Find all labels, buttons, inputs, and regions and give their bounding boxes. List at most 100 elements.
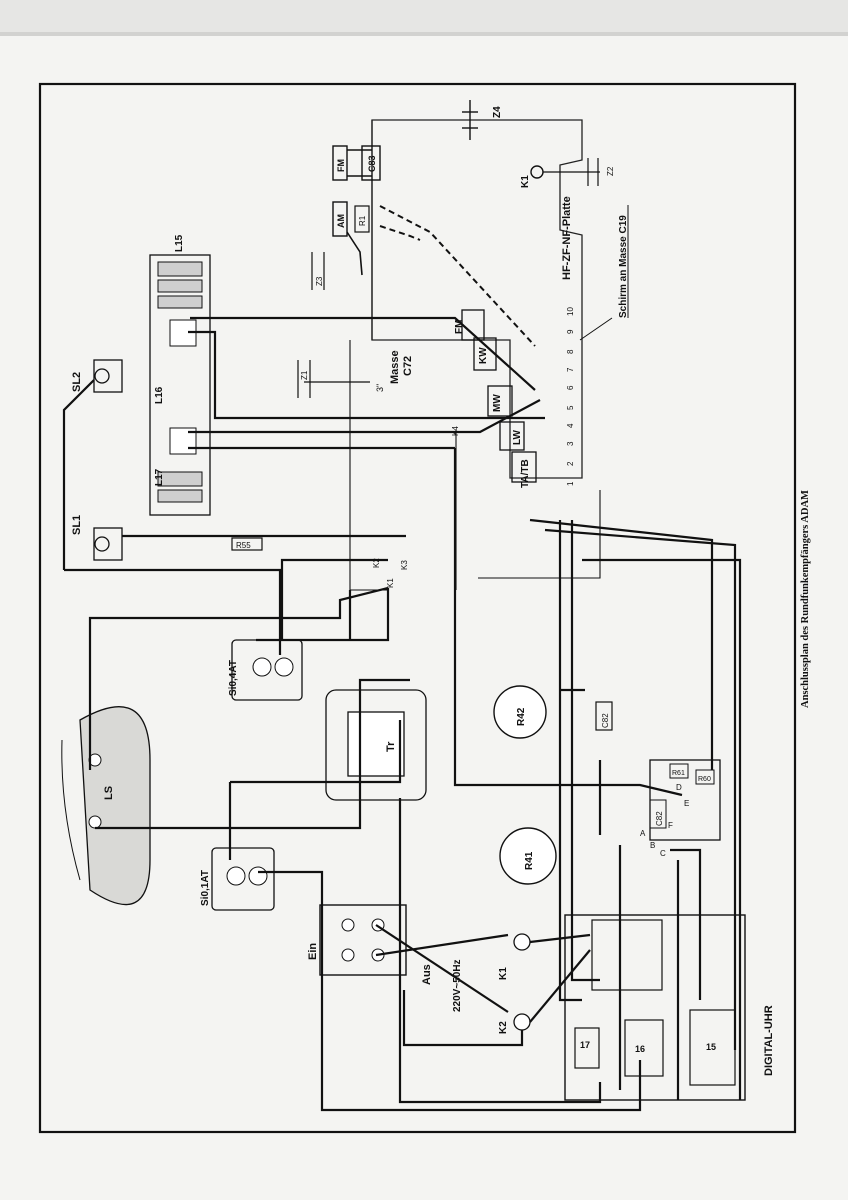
r55-label: R55 [236,541,251,550]
z2-label: Z2 [606,166,615,176]
switch-on-label: Ein [307,943,319,960]
r41-label: R41 [524,851,535,870]
l17-label: L17 [154,468,165,486]
k1-motor-label: K1 [498,967,509,980]
module-15-label: 15 [706,1042,716,1052]
r1-box [354,205,370,233]
coil-terminals [169,319,197,455]
board-pin-numbers: 1 2 3 4 5 6 7 8 9 10 [566,307,575,486]
c82-lower-label: C82 [655,811,664,826]
speaker-label: LS [103,786,115,800]
digital-clock-module [564,914,746,1101]
r1-label: R1 [358,215,367,226]
c82-upper-label: C82 [601,713,610,728]
pin-3: 3 [566,441,575,446]
mains-switch [319,904,407,976]
z4-component [462,100,478,140]
tag-k1: K1 [386,578,395,588]
z3-component [311,252,325,290]
tag-k3: K3 [400,560,409,570]
r41-potentiometer [499,827,557,885]
z3-label: Z3 [315,276,324,286]
pin-6: 6 [566,385,575,390]
r55-resistor [231,537,263,551]
sl1-label: SL1 [71,515,83,535]
k2-motor [513,1013,531,1031]
coil-strip [149,254,211,516]
pin-4: 4 [566,423,575,428]
c83-label: C83 [367,155,377,172]
am-coil-label: AM [336,214,346,228]
thin-wiring [349,340,601,591]
fuse-holder-2 [211,847,275,911]
clock-label: DIGITAL-UHR [763,1005,775,1076]
c82-lower-box [649,799,667,829]
am-coil-box [332,201,348,237]
pin-7: 7 [566,367,575,372]
module-16 [624,1019,664,1077]
k1-antenna-label: K1 [520,175,531,188]
z4-label: Z4 [492,106,503,118]
c72-label: C72 [402,356,414,376]
mains-voltage-label: 220V~50Hz [452,959,463,1012]
k2-motor-label: K2 [498,1021,509,1034]
scan-edge [0,0,848,34]
tag-c: C [660,849,666,858]
fuse-2-terminal-a [226,866,246,886]
z1-label: Z1 [300,370,309,380]
shield-note: Schirm an Masse C19 [618,215,629,318]
band-fm: FM [454,320,465,334]
tag-d: D [676,783,682,792]
tag-f: F [668,821,673,830]
fm-coil-label: FM [336,159,346,172]
band-switch [461,309,537,483]
fuse-1-terminal-a [252,657,272,677]
k1-motor [513,933,531,951]
module-17-label: 17 [580,1040,590,1050]
band-ta-tb: TA/TB [520,459,531,488]
tag-b: B [650,841,655,850]
r60-box [695,769,715,785]
fm-coil-box [332,145,348,181]
tag-k2: K2 [372,558,381,568]
switch-off-label: Aus [421,964,433,985]
c82-upper-box [595,701,613,731]
wire-tags: K2 K1 K3 K4 A B C D E F [372,426,689,858]
sl1-lamp [93,527,123,561]
k1-antenna-socket [530,165,544,179]
r42-label: R42 [516,707,527,726]
r42-potentiometer [493,685,547,739]
board-title: HF-ZF-NF-Platte [561,196,573,280]
band-lw: LW [512,429,523,445]
transformer-frame [325,689,427,801]
z2-component [587,158,599,186]
l15-label: L15 [174,234,185,252]
dashed-antenna-leads [379,205,536,347]
l16-label: L16 [154,386,165,404]
pin-10: 10 [566,307,575,316]
pin-2: 2 [566,461,575,466]
pin-8: 8 [566,349,575,354]
coil-cores [157,261,203,503]
pin-1: 1 [566,481,575,486]
sl2-label: SL2 [71,372,83,392]
pin-9: 9 [566,329,575,334]
tag-e: E [684,799,689,808]
z1-component [297,360,370,398]
band-kw: KW [478,347,489,364]
fm-am-wires [346,149,372,276]
fuse-1-terminal-b [274,657,294,677]
fuse-2-label: Si0,1AT [200,870,211,906]
r61-box [669,763,689,779]
fuse-2-terminal-b [248,866,268,886]
diagram-frame [38,82,797,1134]
tag-a: A [640,829,646,838]
module-17 [574,1027,600,1069]
pin-5: 5 [566,405,575,410]
hf-zf-nf-board [371,119,583,479]
speaker-cone-edge [61,739,81,881]
shield-leader [579,317,613,341]
module-16-label: 16 [635,1044,645,1054]
scan-edge-line [0,32,848,36]
